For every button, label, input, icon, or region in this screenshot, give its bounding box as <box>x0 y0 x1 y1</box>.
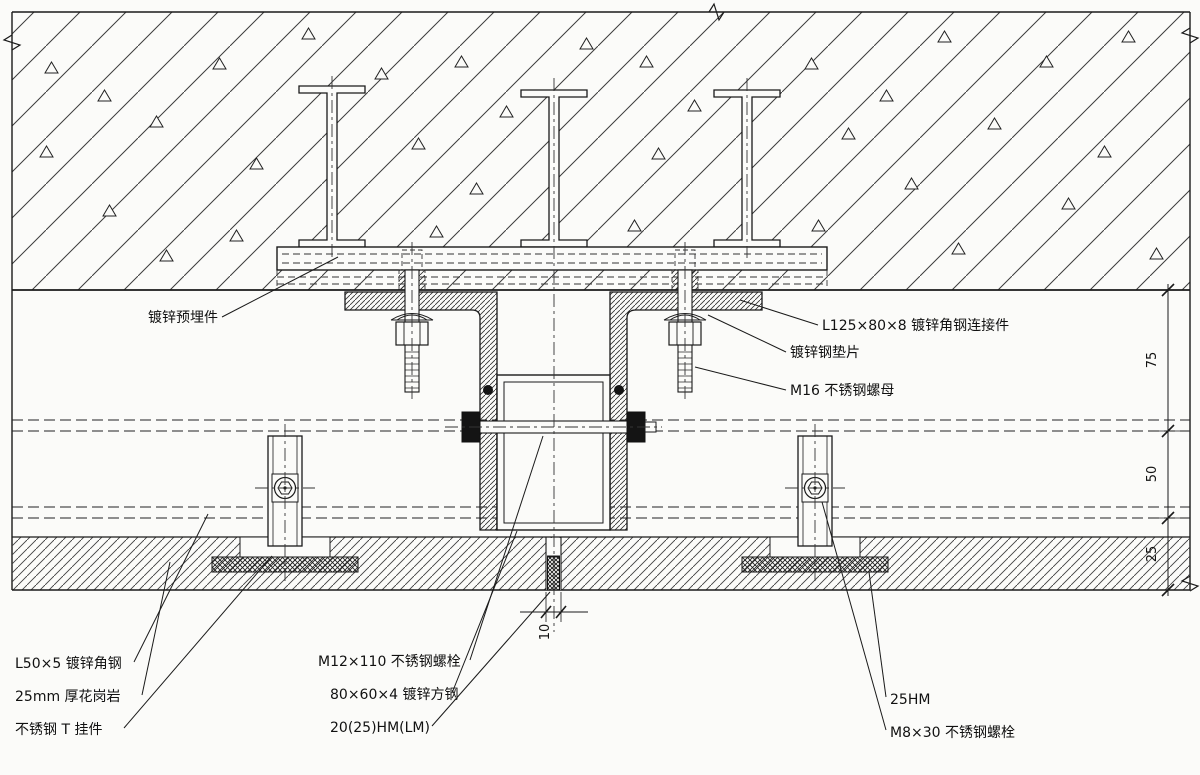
label-m16-nut: M16 不锈钢螺母 <box>790 383 894 399</box>
label-l50-angle: L50×5 镀锌角钢 <box>15 655 122 672</box>
angle-connector-left <box>344 291 498 531</box>
centerlines <box>255 76 845 632</box>
concrete-slab <box>11 11 1191 590</box>
dimension-75: 75 <box>1145 352 1160 369</box>
leader-square-tube <box>451 530 518 694</box>
leader-m8-bolt <box>821 501 887 731</box>
hidden-runner-lines <box>12 419 1190 519</box>
label-joint-code: 20(25)HM(LM) <box>330 720 430 736</box>
angle-connectors <box>344 291 763 531</box>
leader-25hm <box>868 571 887 698</box>
sealant-joint <box>547 556 560 591</box>
dimension-chain <box>1148 283 1188 597</box>
leader-lines <box>123 256 887 731</box>
label-granite: 25mm 厚花岗岩 <box>15 689 121 705</box>
dimension-50: 50 <box>1145 466 1160 483</box>
leader-angle-connector <box>739 299 819 326</box>
leader-m16-nut <box>694 366 787 391</box>
leader-embedded-part <box>221 256 339 318</box>
label-angle-connector: L125×80×8 镀锌角钢连接件 <box>822 317 1009 334</box>
dimension-25: 25 <box>1145 546 1160 563</box>
label-25hm: 25HM <box>890 692 930 708</box>
label-square-tube: 80×60×4 镀锌方钢 <box>330 686 458 703</box>
label-embedded-part: 镀锌预埋件 <box>148 309 218 326</box>
break-marks <box>2 2 1200 592</box>
label-m8-bolt: M8×30 不锈钢螺栓 <box>890 725 1015 741</box>
leader-joint-code <box>431 591 551 727</box>
square-steel-tube <box>496 374 611 531</box>
dimension-10: 10 <box>538 624 553 641</box>
leader-m12-bolt <box>469 435 544 661</box>
angle-connector-right <box>609 291 763 531</box>
leader-steel-washer <box>707 314 787 353</box>
label-steel-washer: 镀锌钢垫片 <box>790 344 860 361</box>
embedded-plate <box>276 246 828 291</box>
label-m12-bolt: M12×110 不锈钢螺栓 <box>318 654 461 670</box>
leader-granite <box>141 561 171 696</box>
leader-t-hanger <box>123 555 273 729</box>
granite-panel-band <box>12 536 1190 591</box>
label-t-hanger: 不锈钢 T 挂件 <box>15 722 102 738</box>
leader-l50-angle <box>133 513 209 663</box>
